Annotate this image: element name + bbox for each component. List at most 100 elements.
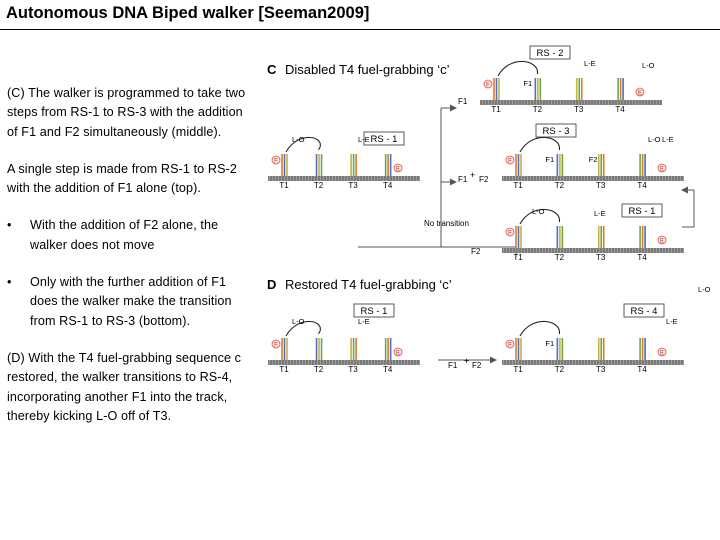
marker-label: E [396,167,400,173]
foothold-label: T4 [637,181,647,190]
panel-c-title: Disabled T4 fuel-grabbing ‘c’ [285,62,450,77]
foothold-label: T1 [491,105,501,114]
bullet-item: • With the addition of F2 alone, the wal… [7,216,247,255]
dna-track [268,360,420,365]
state-box [353,303,395,318]
fuel-label-f1: F1 [545,339,554,348]
fuel-label-f1: F1 [523,79,532,88]
fluor-marker [657,235,667,245]
state-label: RS - 3 [543,126,570,137]
marker-label: E [660,167,664,173]
fuel-label-f2: F2 [472,361,482,370]
foothold-label: T1 [513,365,523,374]
panel-d-title: Restored T4 fuel-grabbing ‘c’ [285,277,452,292]
bullet-dot: • [7,218,12,233]
foothold-label: T2 [314,365,324,374]
bullet-item: • Only with the further addition of F1 d… [7,273,247,331]
fuel-label-f2: F2 [471,247,481,256]
leg-label-lo: L-O [698,285,711,294]
foothold-label: T3 [348,181,358,190]
foothold-label: T1 [513,253,523,262]
leg-label-le: L-E [666,317,678,326]
panel-d-letter: D [267,277,276,292]
slide-title: Autonomous DNA Biped walker [Seeman2009] [6,4,370,22]
foothold-label: T3 [348,365,358,374]
bullet-text: Only with the further addition of F1 doe… [30,275,232,328]
fluor-marker [505,227,515,237]
foothold-label: T1 [279,181,289,190]
marker-label: F [274,343,278,349]
dna-track [502,248,684,253]
walker-linker [519,320,560,337]
fluor-marker [271,339,281,349]
leg-label-le: L-E [584,59,596,68]
leg-label-lo: L-O [642,61,655,70]
leg-label-le: L-E [662,135,674,144]
state-label: RS - 1 [361,306,388,317]
walker-linker [519,136,560,153]
fluor-marker [505,155,515,165]
foothold-label: T4 [637,365,647,374]
leg-label-lo: L-O [292,317,305,326]
fuel-label-f1: F1 [458,97,468,106]
dna-track [268,176,420,181]
state-box [529,45,571,60]
fluor-marker [483,79,493,89]
leg-label-le: L-E [594,209,606,218]
walker-figure: C Disabled T4 fuel-grabbing ‘c’ D Restor… [258,42,720,387]
title-underline [0,29,720,30]
foothold-label: T2 [555,365,565,374]
marker-label: E [660,351,664,357]
marker-label: F [508,159,512,165]
leg-label-lo: L-O [292,135,305,144]
fuel-label-f1: F1 [448,361,458,370]
fluor-marker [393,347,403,357]
walker-linker [285,320,321,337]
plus-sign: + [470,170,475,180]
dna-track [480,100,662,105]
leg-label-le: L-E [358,135,370,144]
walker-linker [497,60,538,77]
marker-label: E [396,351,400,357]
fuel-label-f1: F1 [545,155,554,164]
marker-label: F [508,343,512,349]
state-box [621,203,663,218]
panel-c-letter: C [267,62,277,77]
fuel-label-f2: F2 [479,175,489,184]
fluor-marker [657,347,667,357]
state-label: RS - 2 [537,48,564,59]
state-box [363,131,405,146]
leg-label-lo: L-O [532,207,545,216]
state-box [535,123,577,138]
marker-label: F [274,159,278,165]
fuel-label-f2: F2 [589,155,598,164]
bullet-dot: • [7,275,12,290]
foothold-label: T4 [615,105,625,114]
fluor-marker [657,163,667,173]
foothold-label: T1 [513,181,523,190]
no-transition-label: No transition [424,219,469,228]
marker-label: E [660,239,664,245]
fluor-marker [635,87,645,97]
foothold-label: T2 [533,105,543,114]
marker-label: F [486,83,490,89]
dna-track [502,176,684,181]
foothold-label: T2 [555,253,565,262]
bullet-text: With the addition of F2 alone, the walke… [30,218,219,252]
single-step-note: A single step is made from RS-1 to RS-2 … [7,161,237,196]
state-label: RS - 4 [631,306,658,317]
caption-panel-c: (C) The walker is programmed to take two… [7,86,246,139]
bullet-list: • With the addition of F2 alone, the wal… [7,216,247,330]
foothold-label: T4 [637,253,647,262]
foothold-label: T2 [314,181,324,190]
state-label: RS - 1 [371,134,398,145]
foothold-label: T3 [574,105,584,114]
marker-label: E [638,91,642,97]
fluor-marker [505,339,515,349]
state-label: RS - 1 [629,206,656,217]
fluor-marker [393,163,403,173]
foothold-label: T2 [555,181,565,190]
foothold-label: T4 [383,365,393,374]
caption-panel-d: (D) With the T4 fuel-grabbing sequence c… [7,350,242,423]
